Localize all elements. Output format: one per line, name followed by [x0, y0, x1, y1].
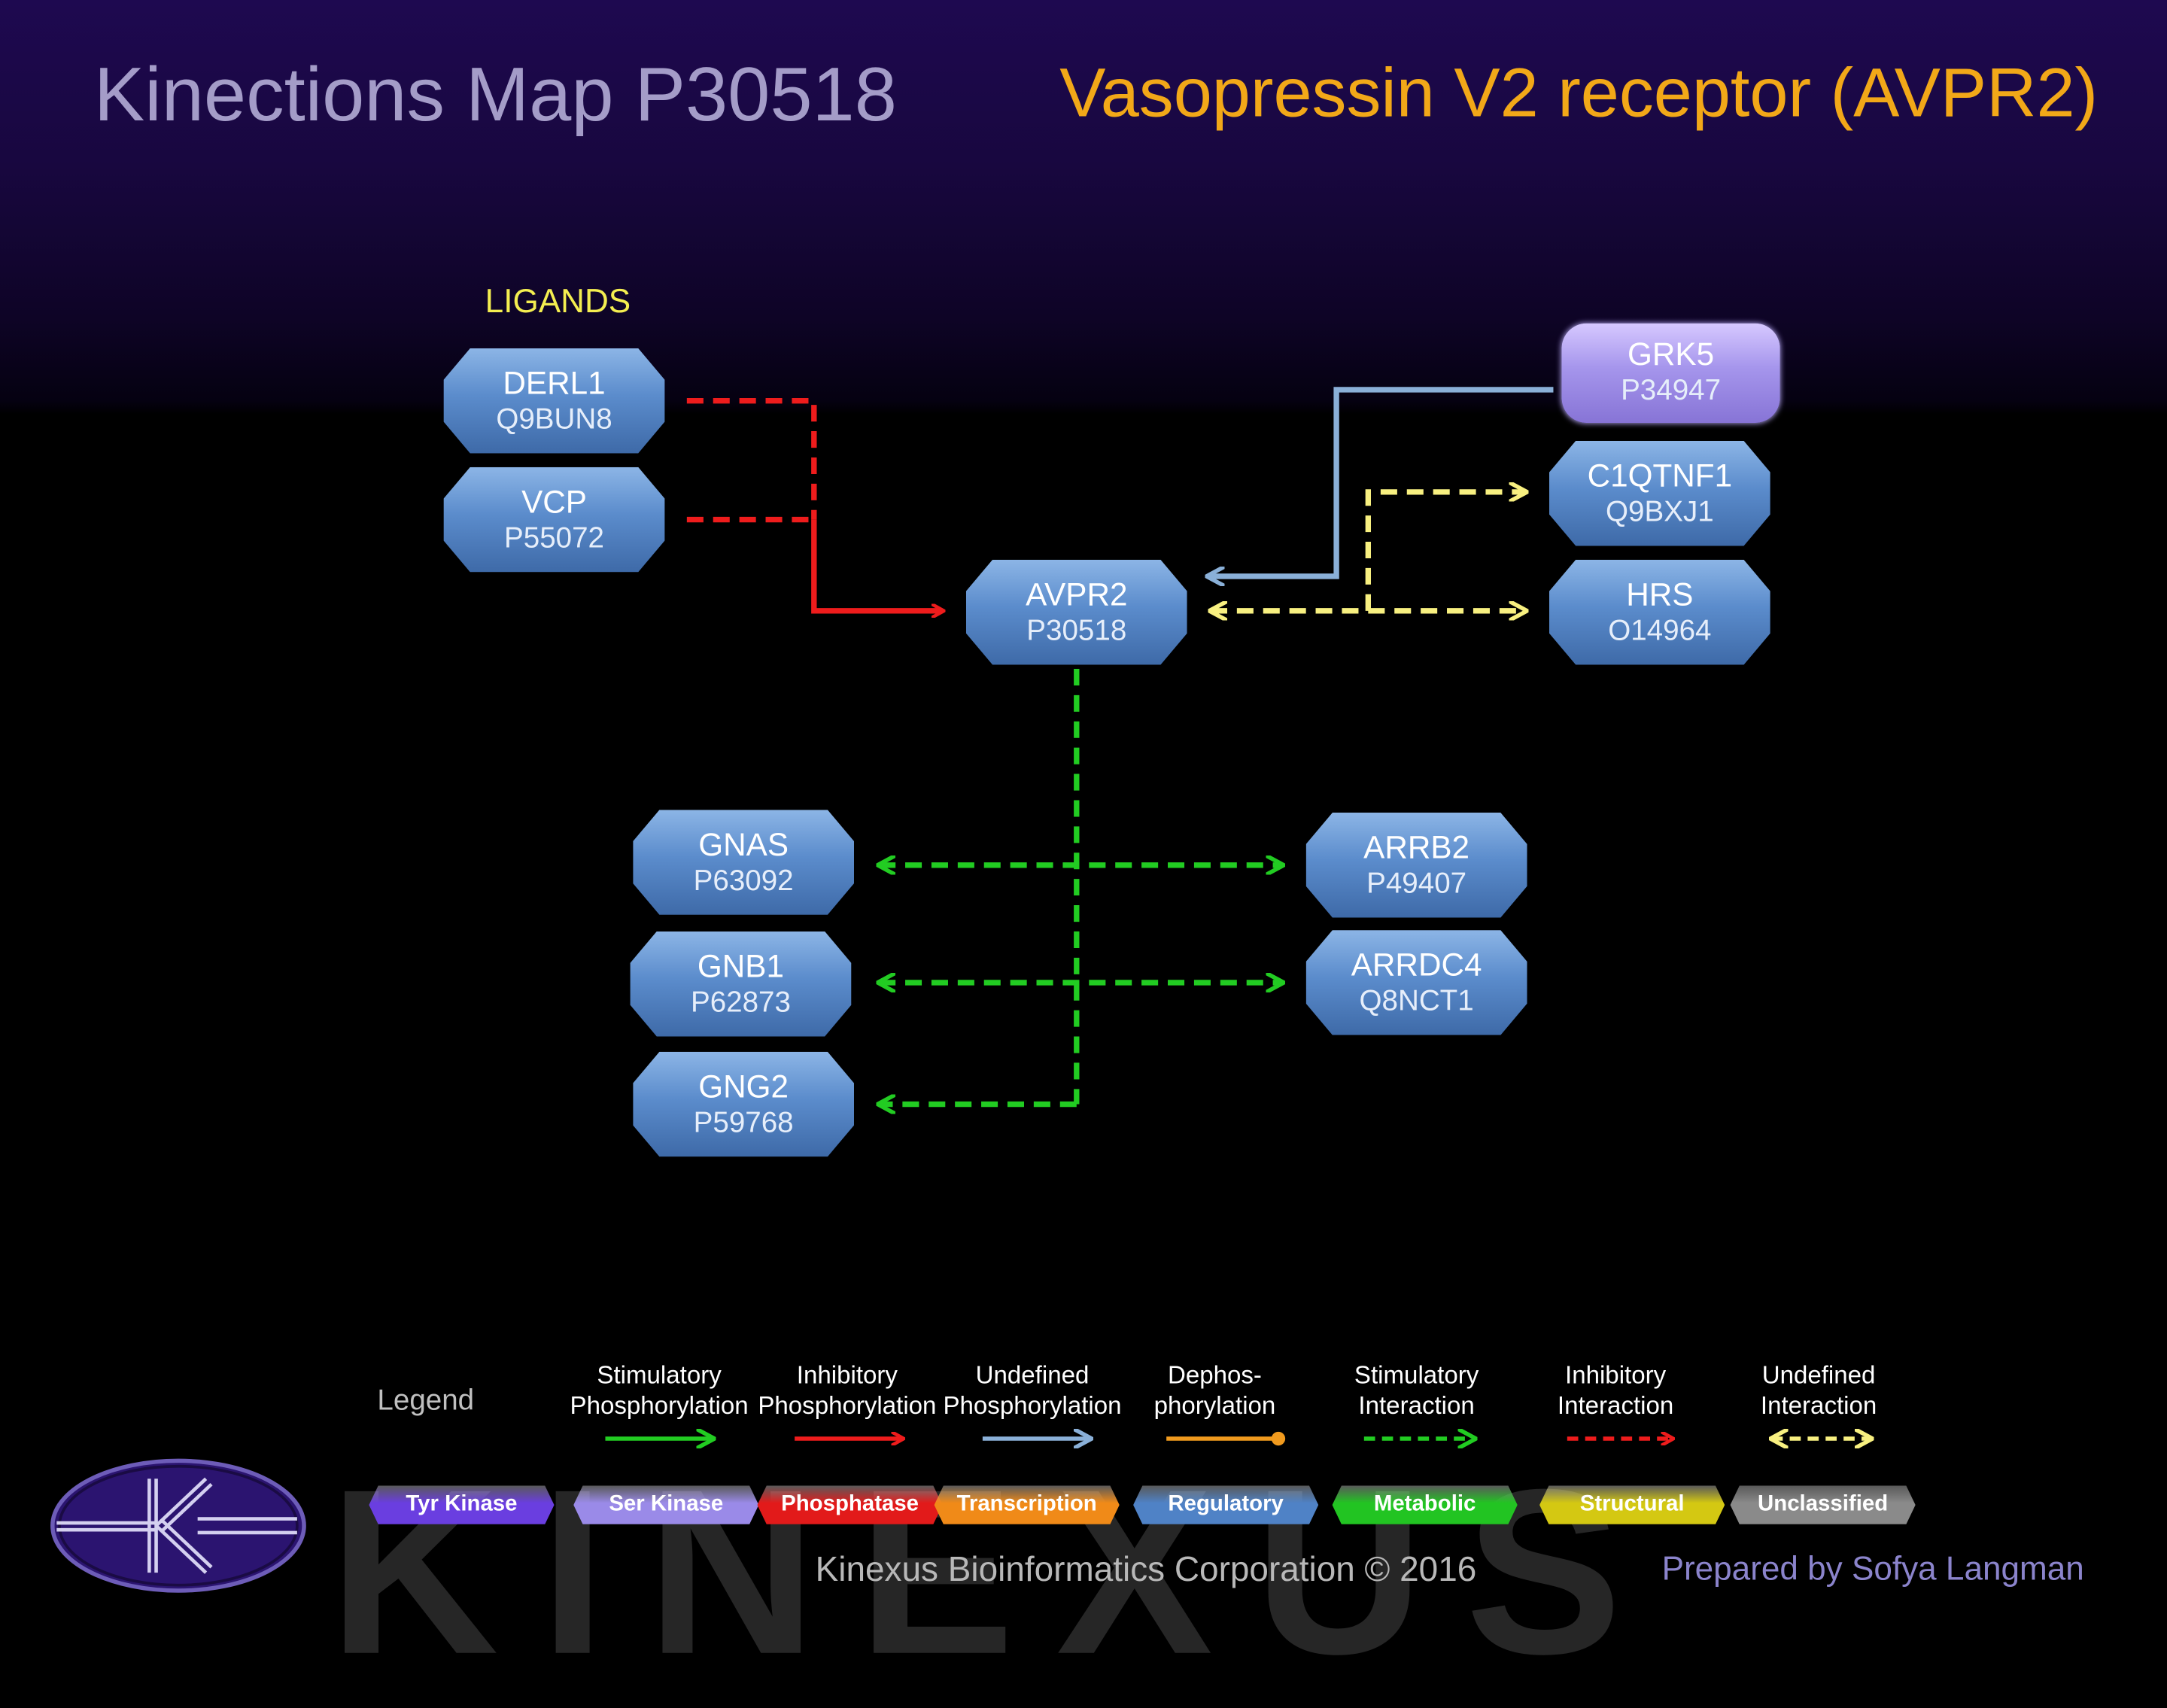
- node-uniprot: Q9BUN8: [496, 403, 612, 436]
- footer-corporation: Kinexus Bioinformatics Corporation © 201…: [815, 1550, 1477, 1590]
- map-title: Kinections Map P30518: [93, 50, 897, 137]
- node-arrdc4[interactable]: ARRDC4 Q8NCT1: [1305, 930, 1527, 1035]
- node-gng2[interactable]: GNG2 P59768: [633, 1051, 855, 1157]
- node-vcp[interactable]: VCP P55072: [443, 467, 665, 573]
- edge-grk5-avpr2: [1208, 387, 1554, 576]
- node-gene: DERL1: [503, 364, 606, 401]
- legend-label-line2: Interaction: [1358, 1391, 1475, 1420]
- legend-label-line2: Interaction: [1557, 1391, 1674, 1420]
- node-uniprot: P30518: [1026, 615, 1127, 647]
- node-gene: ARRB2: [1363, 829, 1470, 865]
- node-avpr2[interactable]: AVPR2 P30518: [965, 559, 1187, 665]
- legend-chip-transcription: Transcription: [934, 1485, 1120, 1524]
- legend-label-line2: Phosphorylation: [758, 1391, 937, 1420]
- legend-chip-unclassified: Unclassified: [1730, 1485, 1916, 1524]
- node-uniprot: P62873: [690, 986, 791, 1019]
- interaction-edges: [50, 387, 2167, 1593]
- kinexus-logo: [50, 1458, 306, 1593]
- legend-dephosphorylation: Dephos- phorylation: [1122, 1360, 1307, 1421]
- node-gene: C1QTNF1: [1587, 457, 1733, 494]
- node-uniprot: P63092: [693, 865, 794, 898]
- legend-dephos-end: [1271, 1431, 1286, 1446]
- node-gene: VCP: [521, 483, 587, 520]
- node-hrs[interactable]: HRS O14964: [1549, 559, 1770, 665]
- node-uniprot: O14964: [1608, 615, 1712, 647]
- legend-inhibitory-interaction: Inhibitory Interaction: [1523, 1360, 1708, 1421]
- legend-stimulatory-phosphorylation: Stimulatory Phosphorylation: [567, 1360, 752, 1421]
- legend-inhibitory-phosphorylation: Inhibitory Phosphorylation: [755, 1360, 940, 1421]
- node-grk5[interactable]: GRK5 P34947: [1561, 323, 1780, 424]
- node-uniprot: P34947: [1621, 374, 1722, 406]
- legend-label-line2: Phosphorylation: [570, 1391, 749, 1420]
- legend-chip-tyr-kinase: Tyr Kinase: [369, 1485, 555, 1524]
- legend-label-line1: Stimulatory: [597, 1361, 722, 1389]
- node-derl1[interactable]: DERL1 Q9BUN8: [443, 348, 665, 454]
- legend-label-line1: Undefined: [975, 1361, 1090, 1389]
- legend-label-line2: Interaction: [1760, 1391, 1877, 1420]
- legend-undefined-phosphorylation: Undefined Phosphorylation: [940, 1360, 1125, 1421]
- legend-label-line1: Undefined: [1761, 1361, 1876, 1389]
- node-c1qtnf1[interactable]: C1QTNF1 Q9BXJ1: [1549, 440, 1770, 546]
- node-uniprot: Q8NCT1: [1359, 985, 1474, 1017]
- node-uniprot: Q9BXJ1: [1606, 496, 1714, 528]
- footer-prepared-by: Prepared by Sofya Langman: [1661, 1550, 2084, 1588]
- node-gene: GRK5: [1628, 336, 1715, 372]
- legend-title: Legend: [377, 1384, 475, 1417]
- node-gene: ARRDC4: [1351, 947, 1482, 983]
- node-gene: GNG2: [698, 1068, 789, 1105]
- ligands-label: LIGANDS: [485, 283, 631, 321]
- edge-ligands-to-avpr2: [811, 519, 943, 611]
- legend-label-line2: phorylation: [1153, 1391, 1276, 1420]
- node-gene: GNAS: [698, 826, 789, 863]
- legend-label-line1: Dephos-: [1167, 1361, 1262, 1389]
- legend-chip-phosphatase: Phosphatase: [757, 1485, 943, 1524]
- legend-label-line1: Stimulatory: [1354, 1361, 1479, 1389]
- edge-avpr2-c1qtnf1: [1365, 492, 1525, 611]
- node-uniprot: P59768: [693, 1107, 794, 1139]
- legend-stimulatory-interaction: Stimulatory Interaction: [1324, 1360, 1509, 1421]
- legend-chip-metabolic: Metabolic: [1332, 1485, 1518, 1524]
- node-gene: HRS: [1626, 576, 1694, 612]
- legend-label-line1: Inhibitory: [796, 1361, 898, 1389]
- node-gnb1[interactable]: GNB1 P62873: [630, 931, 852, 1037]
- node-gene: AVPR2: [1026, 576, 1128, 612]
- legend-chip-regulatory: Regulatory: [1133, 1485, 1319, 1524]
- legend-chip-structural: Structural: [1539, 1485, 1725, 1524]
- edge-derl1-avpr2: [686, 397, 817, 520]
- node-uniprot: P49407: [1366, 868, 1467, 900]
- node-gnas[interactable]: GNAS P63092: [633, 810, 855, 915]
- legend-label-line1: Inhibitory: [1565, 1361, 1667, 1389]
- legend-label-line2: Phosphorylation: [943, 1391, 1122, 1420]
- protein-title: Vasopressin V2 receptor (AVPR2): [1059, 53, 2099, 132]
- node-gene: GNB1: [697, 947, 784, 984]
- node-arrb2[interactable]: ARRB2 P49407: [1305, 812, 1527, 918]
- node-uniprot: P55072: [504, 522, 605, 555]
- legend-undefined-interaction: Undefined Interaction: [1726, 1360, 1911, 1421]
- legend-chip-ser-kinase: Ser Kinase: [573, 1485, 759, 1524]
